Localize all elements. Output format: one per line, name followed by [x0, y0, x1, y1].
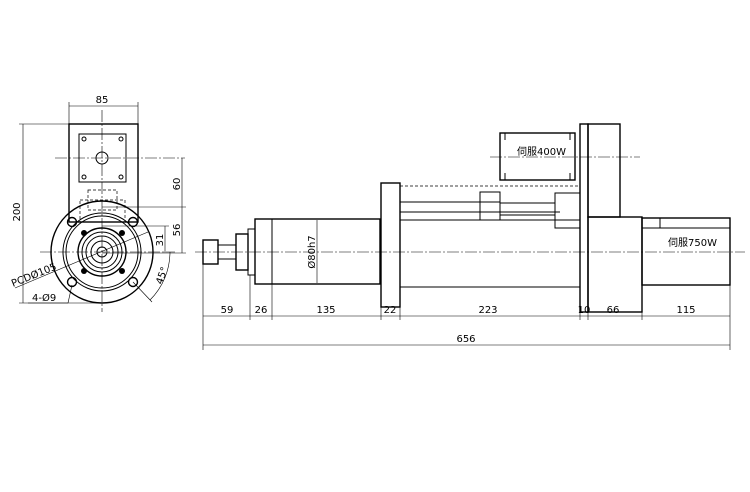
dim-115: 115 [676, 305, 695, 316]
angle-label: 45° [154, 266, 170, 286]
dim-59: 59 [221, 305, 234, 316]
slide-tube [399, 219, 581, 288]
servo-750w [641, 217, 731, 286]
dim-31: 31 [155, 234, 166, 247]
servo-400w [499, 132, 576, 181]
servo-400w-label: 伺服400W [517, 145, 566, 158]
dimension-row: 59 26 135 22 223 10 66 115 656 [202, 264, 731, 350]
dim-85: 85 [96, 95, 109, 106]
dim-26: 26 [255, 305, 268, 316]
dim-223: 223 [478, 305, 497, 316]
dim-66: 66 [607, 305, 620, 316]
dim-22: 22 [384, 305, 397, 316]
diameter-label: Ø80h7 [306, 235, 318, 268]
pcd-label: PCDØ105 [10, 261, 59, 290]
servo-750w-label: 伺服750W [668, 236, 717, 249]
column-plate [579, 123, 589, 313]
holes-label: 4-Ø9 [32, 292, 56, 304]
side-view: Ø80h7 伺服400W 伺服750W [195, 123, 745, 350]
mount-plate [68, 123, 139, 223]
front-view: 85 200 60 56 31 PCDØ105 4-Ø9 45° [10, 95, 186, 312]
dim-60: 60 [172, 178, 183, 191]
dim-656: 656 [456, 334, 475, 345]
dim-56: 56 [172, 224, 183, 237]
spindle-flange [380, 182, 401, 308]
spindle-body [254, 218, 381, 285]
dim-135: 135 [316, 305, 335, 316]
dim-200: 200 [12, 202, 23, 221]
dim-10: 10 [578, 305, 591, 316]
